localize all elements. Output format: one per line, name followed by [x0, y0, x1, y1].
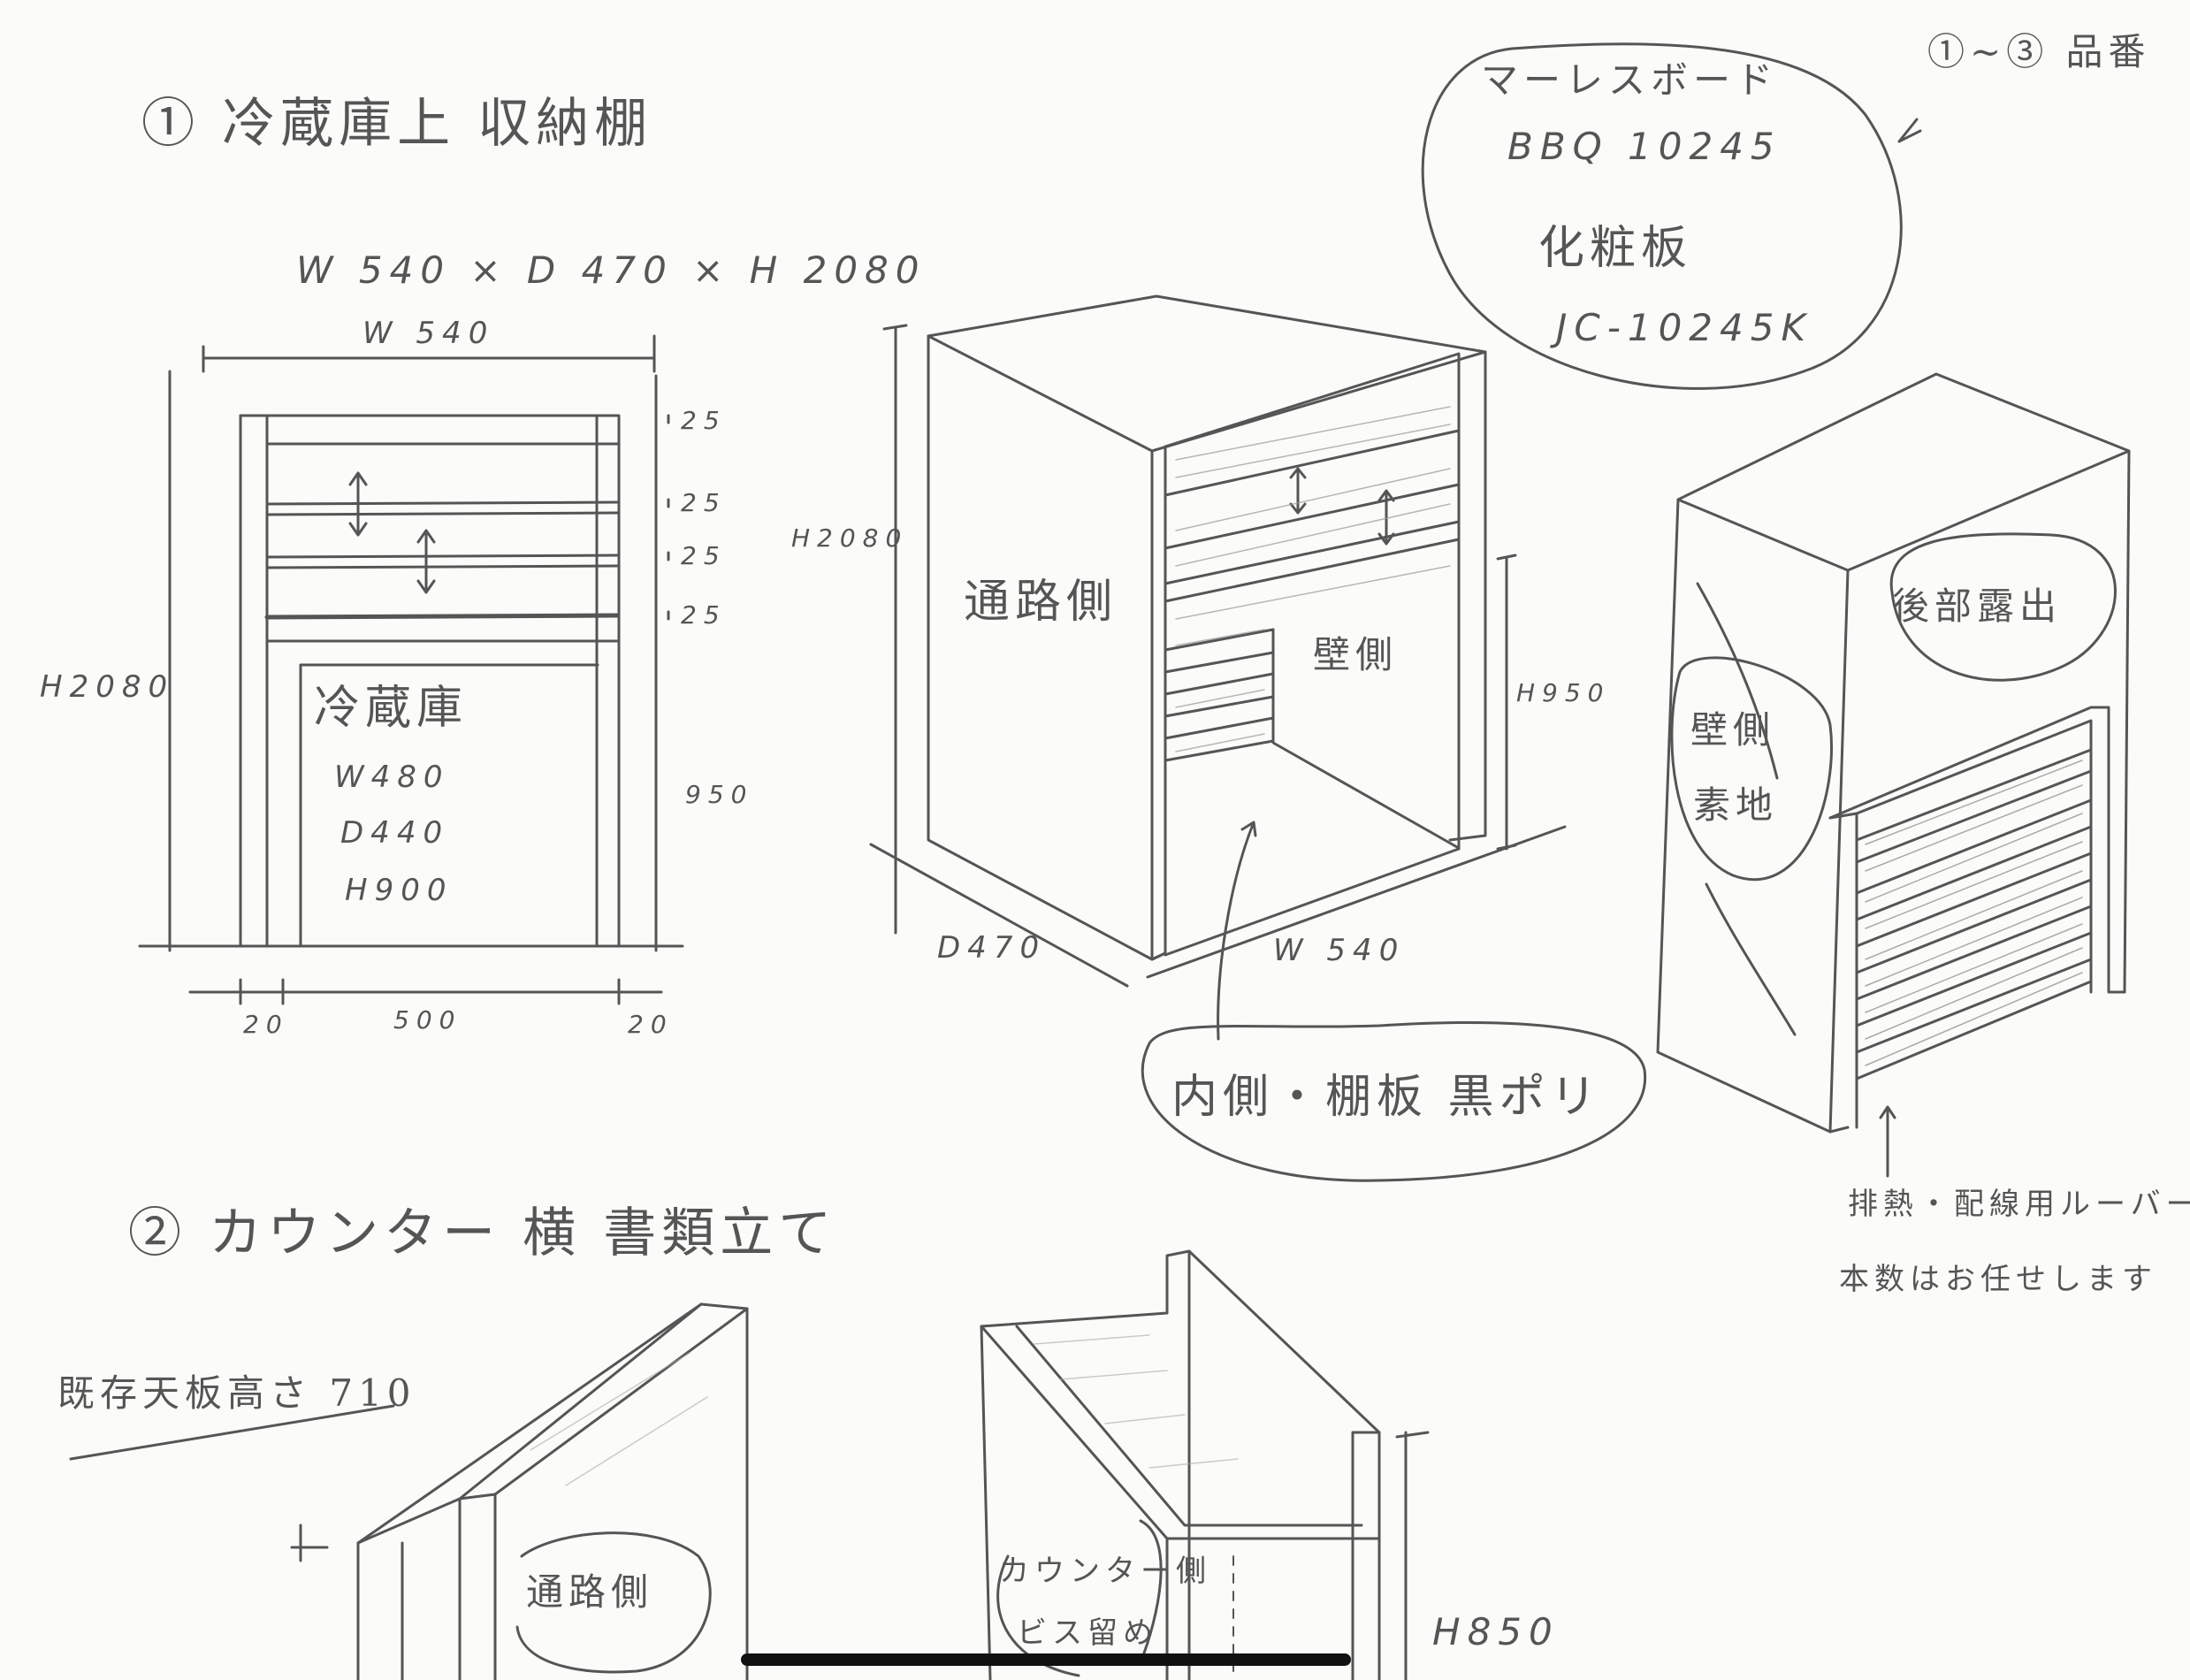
- iso-height-label: H2080: [791, 523, 909, 553]
- counter-side: カウンター側: [999, 1554, 1211, 1589]
- gap-2: 25: [681, 488, 727, 517]
- fridge-depth: D440: [340, 815, 450, 851]
- iso-h950: H950: [1516, 678, 1611, 707]
- iso-depth-label: D470: [937, 930, 1047, 966]
- bottom-right-dim: 20: [628, 1010, 674, 1039]
- section2-shading: [530, 1334, 1239, 1486]
- screw-fix: ビス留め: [1017, 1615, 1158, 1651]
- callout-bubble-board: [1421, 42, 1903, 390]
- rear-view-drawing: [1656, 372, 2131, 1178]
- fridge-height: H900: [345, 873, 454, 908]
- louver-shading: [1865, 760, 2083, 1066]
- finish-code: JC-10245K: [1556, 306, 1813, 349]
- fridge-width: W480: [334, 760, 450, 795]
- gap-4: 25: [681, 600, 727, 630]
- lower-height: 950: [685, 780, 754, 809]
- board-name: マーレスボード: [1481, 58, 1779, 102]
- section2-aisle-side: 通路側: [526, 1570, 654, 1614]
- iso-width-label: W 540: [1273, 933, 1406, 968]
- callout-arrow: [1897, 118, 1922, 143]
- iso-inner-note: 内側・棚板 黒ポリ: [1171, 1071, 1602, 1124]
- board-code: BBQ 10245: [1507, 125, 1782, 168]
- home-indicator-bar[interactable]: [741, 1653, 1351, 1666]
- rear-raw-finish: 素地: [1693, 783, 1779, 827]
- note-range: ①~③ 品番: [1927, 30, 2151, 73]
- existing-top-height: 既存天板高さ 710: [57, 1371, 416, 1415]
- louver-note-1: 排熱・配線用ルーバー: [1848, 1187, 2190, 1222]
- gap-1: 25: [681, 406, 727, 435]
- front-elevation-drawing: [138, 334, 684, 1005]
- rear-wall-side: 壁側: [1690, 708, 1776, 752]
- rear-exposed: 後部露出: [1892, 584, 2063, 628]
- gap-3: 25: [681, 541, 727, 570]
- bottom-center-dim: 500: [393, 1005, 462, 1035]
- fridge-label: 冷蔵庫: [314, 682, 469, 735]
- callout-bubble-inner: [1141, 1021, 1647, 1182]
- board-finish: 化粧板: [1538, 222, 1693, 275]
- section2-dashes: [401, 1555, 1234, 1680]
- isometric-cabinet-drawing: [869, 294, 1567, 1041]
- section2-h850: H850: [1432, 1610, 1560, 1653]
- overall-size: W 540 × D 470 × H 2080: [296, 248, 927, 292]
- front-height-label: H2080: [40, 669, 175, 705]
- section2-drawing: [69, 1249, 1430, 1680]
- callout-bubble-wall: [1670, 656, 1833, 882]
- section1-title: ① 冷蔵庫上 収納棚: [141, 93, 653, 155]
- iso-shading: [1175, 406, 1451, 752]
- front-width-label: W 540: [362, 316, 495, 351]
- callout-bubble-rear: [1889, 532, 2117, 682]
- section2-title: ② カウンター 横 書類立て: [128, 1203, 837, 1264]
- iso-aisle-side: 通路側: [964, 576, 1118, 629]
- iso-wall-side: 壁側: [1313, 633, 1399, 676]
- louver-note-2: 本数はお任せします: [1839, 1262, 2157, 1297]
- bottom-left-dim: 20: [243, 1010, 289, 1039]
